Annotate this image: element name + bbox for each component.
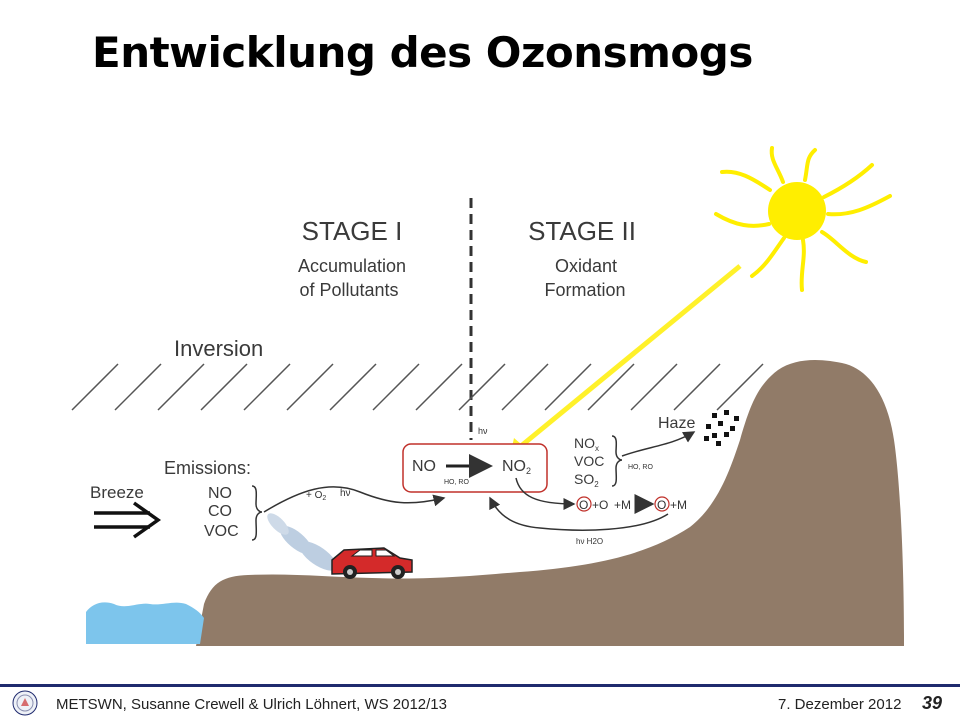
breeze-arrow-icon [94,501,162,539]
emission-co: CO [208,503,232,520]
return-to-no-arrow [489,496,669,531]
emissions-label: Emissions: [164,458,251,478]
exhaust-smoke [267,513,337,571]
box-hv-label: hν [478,426,488,436]
emission-no: NO [208,485,232,502]
ozone-plus-o2: +O [592,498,608,512]
reactant-nox: NOx [574,435,599,453]
haze-particles [704,410,739,446]
emissions-brace [251,485,263,541]
emission-voc: VOC [204,523,239,540]
breeze-label: Breeze [90,483,144,502]
reactant-voc: VOC [574,453,604,469]
sunlight-beam [519,264,742,448]
emissions-to-no-arrow [263,486,446,513]
stage2-title: STAGE II [528,216,636,246]
footer-course-info: METSWN, Susanne Crewell & Ulrich Löhnert… [56,696,447,713]
arrow1-o2-label: + O2 [306,490,326,502]
stage1-line1: Accumulation [298,256,406,276]
inversion-label: Inversion [174,336,263,361]
reactants-catalysts: HO, RO [628,464,653,471]
ozone-o3: O [657,498,666,512]
stage1-title: STAGE I [302,216,403,246]
to-haze-arrow [621,431,696,457]
box-catalysts: HO, RO [444,479,469,486]
box-no2-label: NO2 [502,458,531,476]
ozone-plus-m2: +M [670,498,687,512]
box-no-label: NO [412,458,436,475]
page-number: 39 [922,693,943,713]
stage2-line1: Oxidant [555,256,617,276]
arrow1-hv-label: hν [340,488,351,499]
reactants-brace [611,435,623,487]
ozone-smog-diagram: STAGE I Accumulation of Pollutants STAGE… [71,146,904,646]
stage1-line2: of Pollutants [299,280,398,300]
ozone-o-circle [576,496,592,512]
inversion-layer-hatching [71,363,764,411]
car-icon [331,547,413,579]
sun-icon [714,146,892,292]
ozone-o: O [579,498,588,512]
mountain-terrain [196,360,904,646]
footer-date: 7. Dezember 2012 [778,696,902,713]
no2-to-ozone-arrow [515,477,576,510]
ozone-plus-m: +M [614,498,631,512]
university-seal-icon [12,690,38,716]
ozone-o3-circle [654,496,670,512]
slide-title: Entwicklung des Ozonsmogs [92,28,753,77]
stage2-line2: Formation [544,280,625,300]
water-body [86,602,204,644]
haze-label: Haze [658,415,695,432]
return-label: hν H2O [576,537,603,546]
reactant-so2: SO2 [574,471,599,489]
footer-divider [0,684,960,687]
